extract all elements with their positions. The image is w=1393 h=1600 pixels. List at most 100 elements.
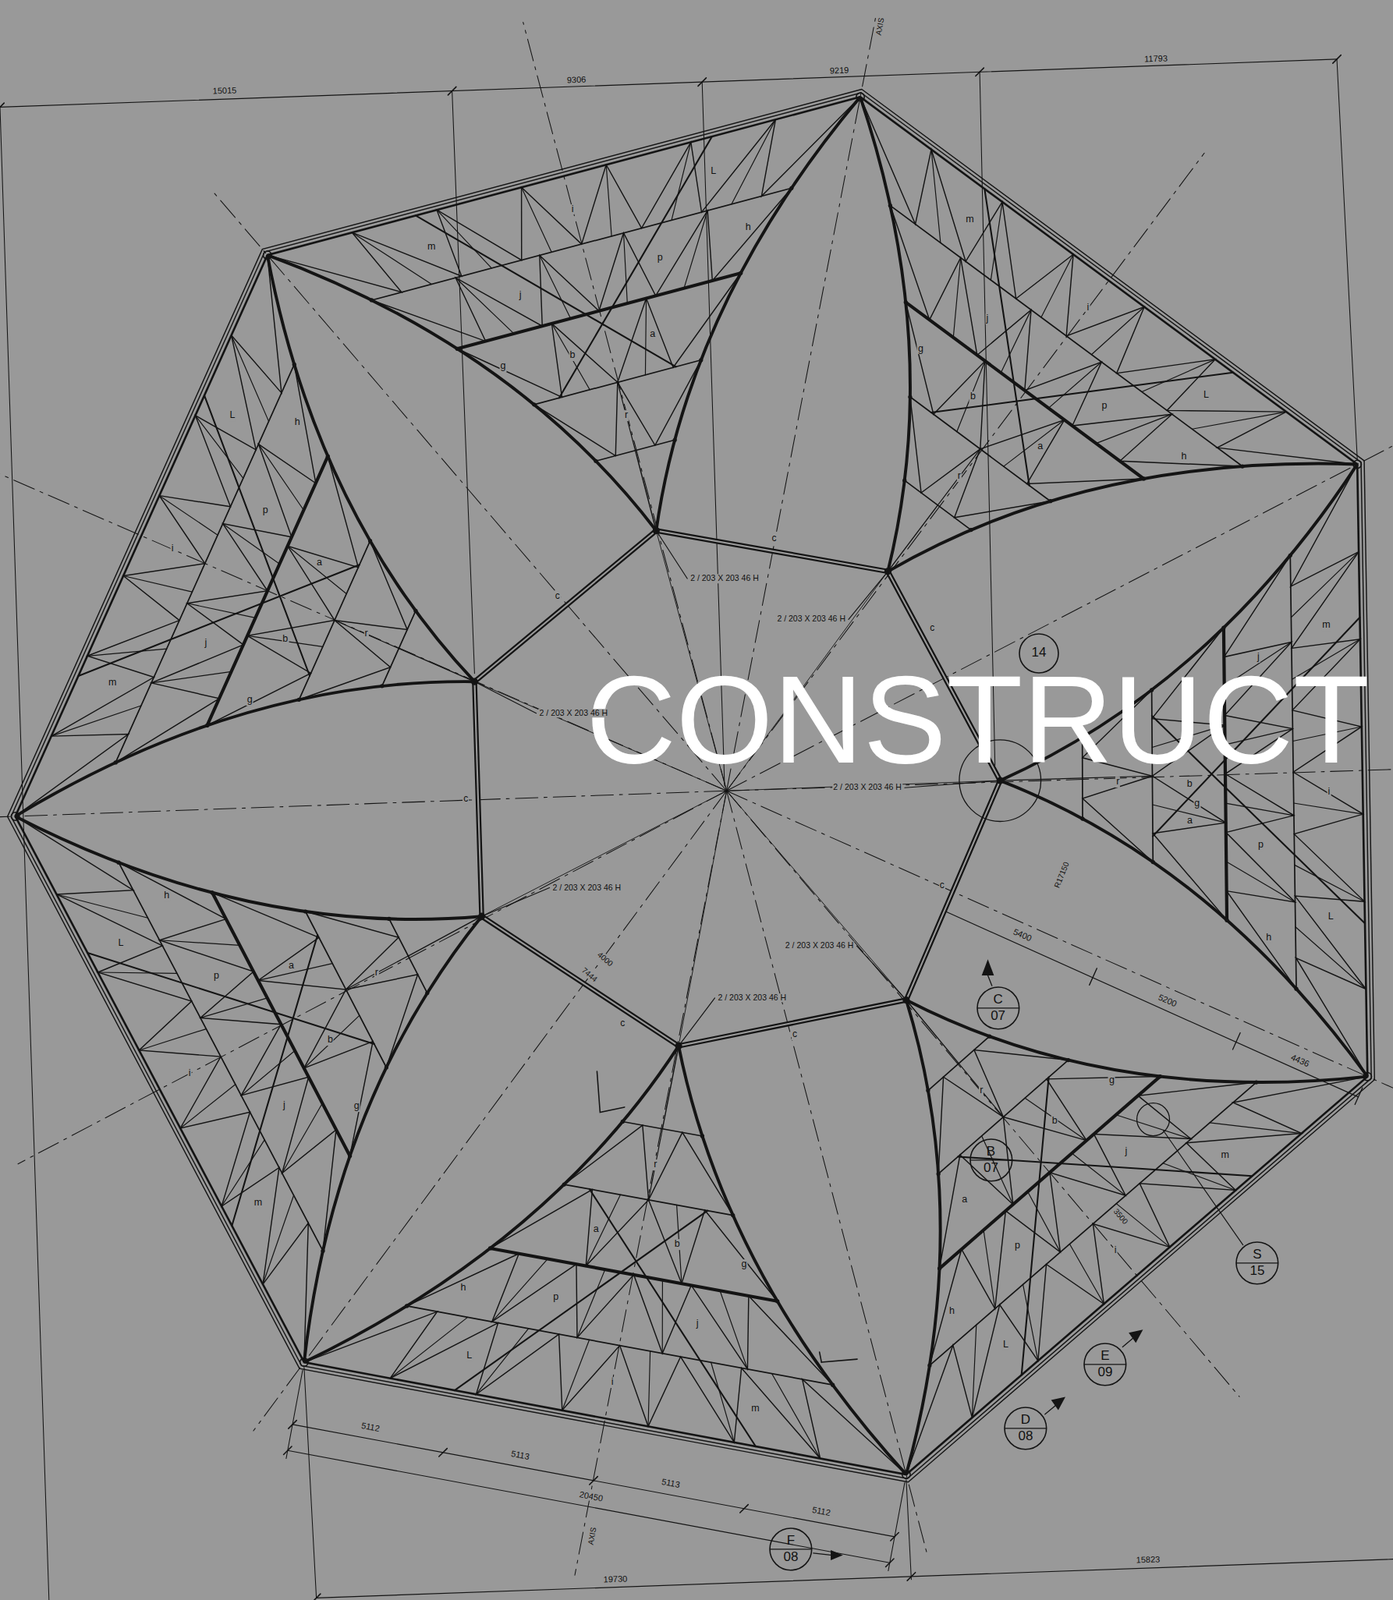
truss-post <box>521 187 553 252</box>
petal-edge-cable <box>860 96 911 572</box>
truss-post <box>981 1136 1014 1206</box>
truss-post <box>1293 803 1364 815</box>
centre-spoke <box>678 790 727 1046</box>
leader-line <box>482 888 550 918</box>
section-callout: 14 <box>1018 633 1060 674</box>
axis-label: AXIS <box>873 16 886 37</box>
callout-text: B <box>986 1144 996 1160</box>
member-mark: h <box>460 1283 468 1294</box>
extension-line <box>1336 59 1358 460</box>
centre-line <box>726 790 1240 1397</box>
member-mark: r <box>957 471 962 483</box>
leader-line <box>856 946 906 1000</box>
truss-web <box>490 1190 778 1302</box>
mast-mark <box>1353 460 1362 468</box>
member-mark: m <box>750 1403 760 1415</box>
truss-post <box>180 1084 236 1129</box>
member-mark: h <box>1180 451 1188 463</box>
truss-post <box>957 361 986 433</box>
watermark: CONSTRUCT <box>585 657 1369 783</box>
member-mark: g <box>917 343 925 355</box>
callout-text: C <box>992 992 1003 1008</box>
truss-post <box>606 164 612 237</box>
mast-mark <box>856 92 865 101</box>
truss-post <box>436 209 492 269</box>
truss-post <box>389 1317 468 1379</box>
member-mark: i <box>610 1377 615 1389</box>
truss-post <box>671 141 692 220</box>
detail-circle <box>1137 1103 1170 1137</box>
truss-post <box>684 210 708 289</box>
callout-text: D <box>1020 1413 1031 1429</box>
callout-text: 07 <box>990 1009 1006 1025</box>
member-mark: j <box>518 290 523 302</box>
truss-post <box>772 1374 821 1460</box>
member-mark: L <box>228 410 236 422</box>
truss-brace <box>87 953 375 1045</box>
callout-leader <box>1163 1130 1244 1246</box>
section-mark <box>596 1071 624 1113</box>
callout-text: 08 <box>1017 1429 1033 1445</box>
member-mark: r <box>652 1159 658 1171</box>
member-mark: a <box>287 960 295 972</box>
truss-post <box>334 620 399 649</box>
member-mark: r <box>623 411 629 422</box>
truss-post <box>1226 861 1295 903</box>
member-mark: m <box>107 677 117 689</box>
member-mark: L <box>117 938 125 950</box>
truss-post <box>351 232 432 284</box>
truss-web <box>906 1077 1368 1475</box>
extension-line <box>452 90 475 674</box>
truss-post <box>1225 803 1294 816</box>
member-mark: j <box>1123 1146 1128 1158</box>
callout-circle <box>1236 1242 1279 1285</box>
callout-text: 15 <box>1250 1264 1266 1280</box>
truss-brace <box>931 372 1234 413</box>
section-flag <box>981 959 995 976</box>
petal-edge-cable <box>267 255 475 682</box>
truss-post <box>719 1290 748 1370</box>
member-size-label: 2 / 203 X 203 46 H <box>552 883 623 894</box>
truss-web <box>207 456 359 726</box>
member-mark: L <box>465 1350 473 1362</box>
callout-text: 08 <box>783 1550 799 1566</box>
section-callout: C07 <box>976 986 1021 1031</box>
truss-post <box>648 1129 663 1201</box>
member-mark: i <box>570 204 575 216</box>
truss-post <box>455 277 514 334</box>
truss-post <box>258 444 304 511</box>
member-mark: b <box>569 350 577 362</box>
centre-line <box>0 790 727 820</box>
truss-post <box>539 255 571 319</box>
dimension-line <box>287 1450 890 1564</box>
centre-line <box>726 790 1393 1111</box>
member-mark: p <box>262 505 270 517</box>
section-flag-line <box>988 975 993 986</box>
truss-web <box>860 96 1358 465</box>
petal-edge-cable <box>304 916 483 1363</box>
member-mark: a <box>315 557 323 569</box>
callout-circle <box>977 987 1020 1030</box>
extension-line <box>0 106 50 1600</box>
truss-web <box>398 648 475 683</box>
truss-post <box>645 298 646 376</box>
member-mark: i <box>170 544 175 556</box>
member-mark: g <box>499 361 507 373</box>
callout-circle <box>970 1139 1013 1182</box>
member-mark: m <box>253 1198 263 1209</box>
truss-post <box>971 1325 976 1418</box>
petal-edge-cable <box>267 255 657 531</box>
dimension-text: 5112 <box>811 1505 833 1519</box>
member-mark: a <box>1186 815 1194 827</box>
petal-edge-cable <box>304 1045 679 1363</box>
truss-post <box>1069 1244 1104 1305</box>
extension-line <box>906 1480 912 1581</box>
trusses <box>15 96 1369 1475</box>
section-flag <box>830 1550 844 1561</box>
member-leaders <box>474 531 1000 1047</box>
member-mark: c <box>462 794 469 805</box>
leader-line <box>474 681 536 714</box>
detail-symbols <box>596 740 1243 1561</box>
